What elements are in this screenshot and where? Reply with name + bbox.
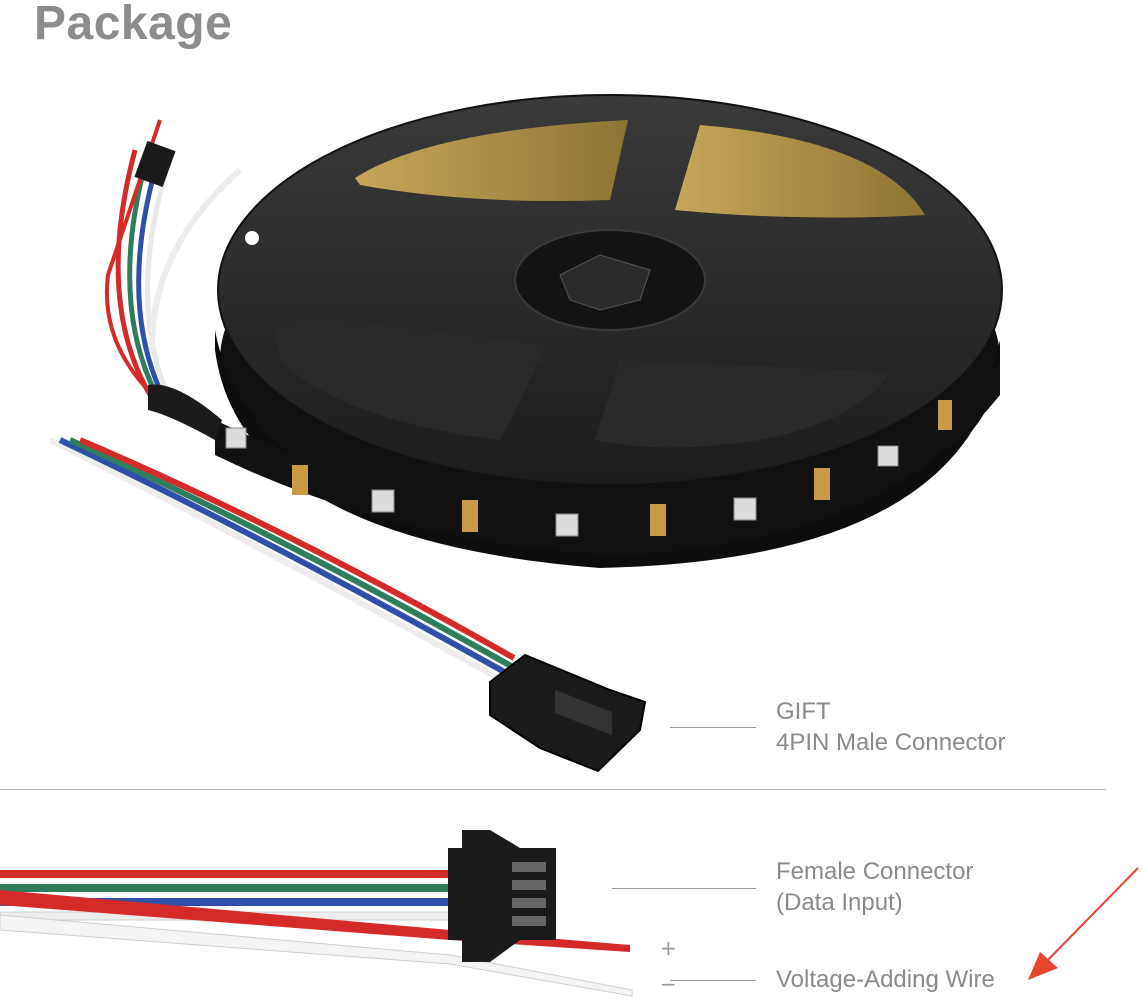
section-divider [0,789,1106,790]
reel-window-bottom-left [275,317,545,440]
led-strip-front [215,360,1000,555]
gift-wires [48,437,516,685]
leader-line [670,727,756,728]
reel-window-bottom-right [595,360,890,448]
plus-label: + [660,936,677,960]
reel [217,94,1003,486]
female-connector-illustration [0,830,633,997]
leader-line [612,888,756,889]
gift-label: GIFT [776,698,831,725]
arrow-icon [1028,867,1139,980]
reel-window-top-right [675,125,925,218]
male-connector-label: 4PIN Male Connector [776,729,1006,756]
leader-line [670,980,756,981]
strip-wires [104,119,242,440]
data-input-label: (Data Input) [776,889,903,916]
page-title: Package [34,0,233,50]
reel-window-top-left [355,120,628,201]
female-connector-label: Female Connector [776,858,974,885]
male-connector-illustration [489,653,647,773]
voltage-wire-label: Voltage-Adding Wire [776,966,995,993]
minus-label: − [660,972,677,996]
